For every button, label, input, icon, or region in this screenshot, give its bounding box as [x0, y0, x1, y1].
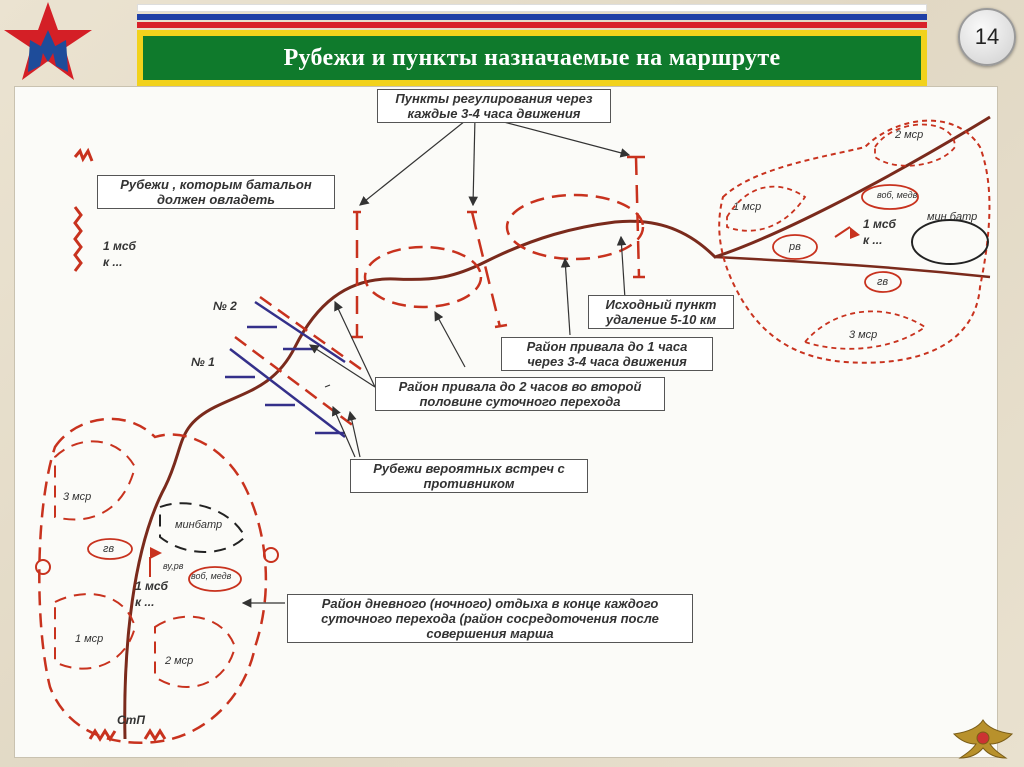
caption-rest-area: Район дневного (ночного) отдыха в конце …	[287, 594, 693, 643]
label-top-vob: воб, медв	[877, 190, 918, 200]
caption-battalion-lines: Рубежи , которым батальон должен овладет…	[97, 175, 335, 209]
caption-line: половине суточного перехода	[419, 394, 621, 409]
march-route-line	[123, 115, 991, 740]
caption-line: совершения марша	[426, 626, 554, 641]
label-bot-stp: СтП	[117, 713, 145, 727]
top-rest-area	[718, 119, 991, 364]
label-top-msb: 1 мсб	[863, 217, 896, 231]
label-bot-2msr: 2 мср	[165, 655, 194, 667]
label-bot-3msr: 3 мср	[63, 491, 92, 503]
label-top-gv: гв	[877, 276, 889, 288]
label-top-re: рв	[789, 241, 801, 253]
label-line-no1: № 1	[191, 355, 215, 369]
halt-area-2h	[363, 245, 483, 309]
caption-halt-2h: Район привала до 2 часов во второй полов…	[375, 377, 665, 411]
caption-regulation-points: Пункты регулирования через каждые 3-4 ча…	[377, 89, 611, 123]
diagram-drawing	[35, 115, 991, 744]
caption-line: Район дневного (ночного) отдыха в конце …	[321, 596, 659, 611]
caption-encounter-lines: Рубежи вероятных встреч с противником	[350, 459, 588, 493]
label-top-k: к ...	[863, 233, 883, 247]
bottom-rest-area	[38, 417, 268, 744]
caption-line: Район привала до 1 часа	[526, 339, 688, 354]
label-bot-vob: воб, медв	[191, 571, 232, 581]
eagle-emblem	[952, 719, 1014, 759]
caption-line: Рубежи , которым батальон	[120, 177, 312, 192]
army-star-logo	[4, 2, 92, 80]
march-diagram: Пункты регулирования через каждые 3-4 ча…	[14, 86, 998, 758]
label-k-left: к ...	[103, 255, 123, 269]
label-bot-vure: ву,рв	[163, 561, 184, 571]
caption-line: должен овладеть	[157, 192, 275, 207]
label-msb-left: 1 мсб	[103, 239, 136, 253]
label-top-minbatr: мин батр	[927, 211, 978, 223]
caption-halt-1h: Район привала до 1 часа через 3-4 часа д…	[501, 337, 713, 371]
label-line-no2: № 2	[213, 299, 237, 313]
label-bot-1msr: 1 мср	[75, 633, 104, 645]
caption-line: через 3-4 часа движения	[527, 354, 687, 369]
caption-line: Исходный пункт	[605, 297, 717, 312]
label-bot-msb: 1 мсб	[135, 579, 168, 593]
page-number: 14	[974, 24, 1000, 49]
label-bot-gv: гв	[103, 543, 115, 555]
halt-area-1h	[505, 193, 645, 261]
caption-line: Пункты регулирования через	[395, 91, 593, 106]
label-top-3msr: 3 мср	[849, 329, 878, 341]
caption-line: Рубежи вероятных встреч с	[373, 461, 565, 476]
label-top-2msr: 2 мср	[895, 129, 924, 141]
encounter-lines	[225, 300, 346, 438]
caption-line: каждые 3-4 часа движения	[407, 106, 581, 121]
caption-line: суточного перехода (район сосредоточения…	[321, 611, 659, 626]
battalion-line-symbols	[73, 147, 94, 272]
caption-line: Район привала до 2 часов во второй	[398, 379, 642, 394]
caption-start-point: Исходный пункт удаление 5-10 км	[588, 295, 734, 329]
label-bot-k: к ...	[135, 595, 155, 609]
title-banner: Рубежи и пункты назначаемые на маршруте	[137, 30, 927, 86]
label-bot-minbatr: минбатр	[175, 519, 223, 531]
caption-line: удаление 5-10 км	[605, 312, 717, 327]
caption-line: противником	[423, 476, 515, 491]
russian-flag-stripes	[137, 4, 927, 30]
page-number-badge: 14	[958, 8, 1016, 66]
label-top-1msr: 1 мср	[733, 201, 762, 213]
page-title: Рубежи и пункты назначаемые на маршруте	[283, 44, 781, 71]
